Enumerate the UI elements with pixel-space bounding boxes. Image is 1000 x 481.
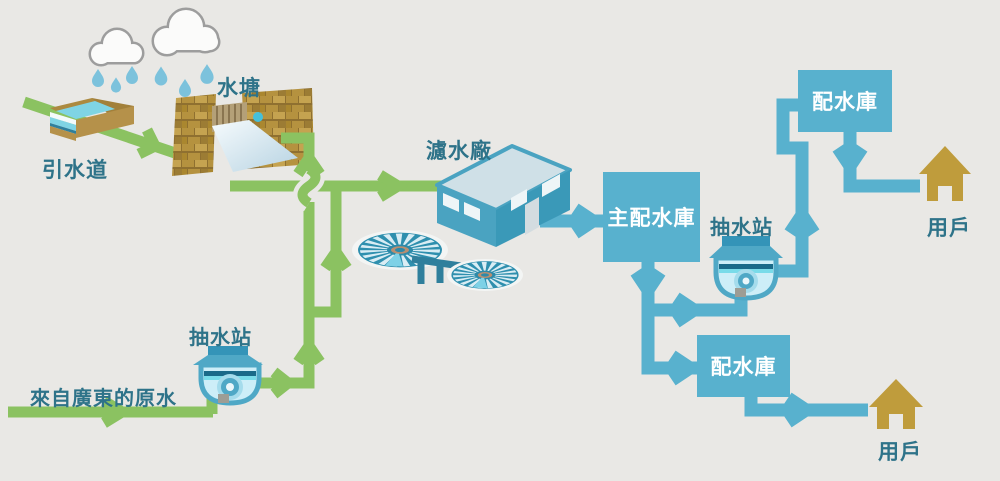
pumping-station-icon [709,236,783,301]
house-icon [869,379,923,429]
flow-arrow-icon [377,170,409,202]
reservoir-label: 水塘 [217,77,261,100]
catchwater-label: 引水道 [42,159,108,182]
service-reservoir-top-label: 配水庫 [812,91,878,114]
consumers-top-label: 用戶 [927,217,971,240]
cloud-icon-fill [91,10,218,64]
clarifier-icon [447,259,523,291]
rain-drop-icon [92,64,214,97]
flow-arrow-icon [293,336,325,366]
raw-water-pipes [8,170,445,428]
raw-water-pipes-upper [281,132,325,208]
main-service-reservoir-box [603,172,700,262]
pumping-station-right-label: 抽水站 [710,217,773,239]
filtration-plant-label: 濾水廠 [426,140,492,163]
catchwater-channel-icon [50,98,134,141]
consumers-bottom-label: 用戶 [878,441,922,464]
flow-arrow-icon [668,350,702,386]
raw-water-label: 來自廣東的原水 [30,388,177,410]
main-service-reservoir-label: 主配水庫 [607,207,696,230]
flow-arrow-icon [832,144,868,178]
pumping-station-left-label: 抽水站 [189,327,252,349]
dam-icon [172,88,314,176]
service-reservoir-bottom-box [697,335,790,397]
flow-arrow-icon [784,203,820,237]
flow-arrow-icon [101,396,133,428]
treated-water-pipes [540,98,920,428]
pumping-station-icon [193,346,263,406]
filtration-plant-icon [435,144,572,247]
plant-door [525,197,539,235]
flow-arrow-icon [571,203,605,239]
flow-arrow-icon [270,367,297,399]
house-icon [919,146,971,201]
flow-arrow-icon [672,292,706,328]
flow-arrow-icon [136,127,163,159]
service-reservoir-bottom-label: 配水庫 [710,356,777,379]
flow-arrow-icon [784,392,818,428]
service-reservoir-top-box [798,70,892,132]
flow-arrow-icon [320,242,352,272]
flow-arrow-icon [630,268,666,302]
flow-arrow-icon [293,148,325,178]
